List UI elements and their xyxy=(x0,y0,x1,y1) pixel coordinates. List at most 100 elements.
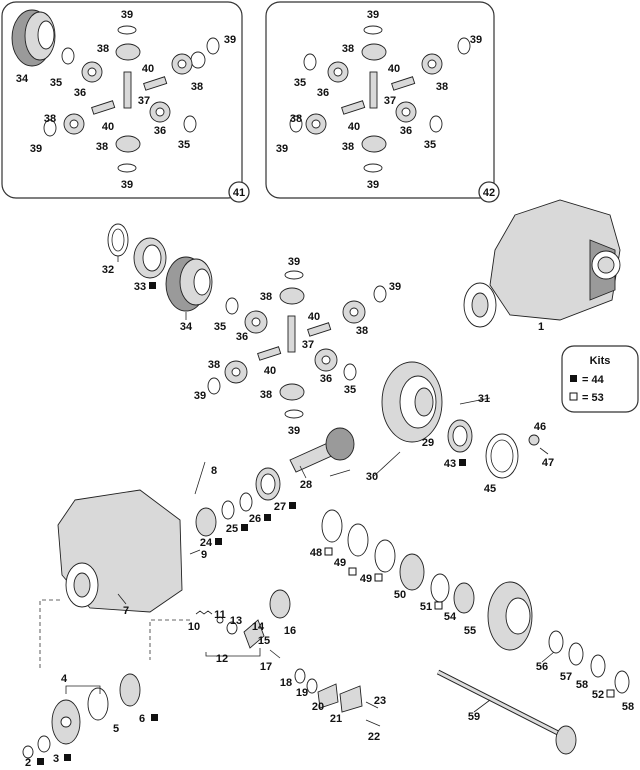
part-label: 4 xyxy=(61,673,68,685)
bearing xyxy=(447,419,473,453)
bevel-gear xyxy=(115,43,141,61)
bevel-gear xyxy=(224,360,248,384)
part-label: 13 xyxy=(230,615,242,627)
part-label: 36 xyxy=(236,331,248,343)
differential-housing xyxy=(11,9,56,67)
bracket-line xyxy=(205,648,261,657)
bolt xyxy=(194,461,206,495)
part-label: 38 xyxy=(356,325,368,337)
thrust-washer xyxy=(43,119,57,137)
part-label: 34 xyxy=(16,73,29,85)
axle-assembly-housing xyxy=(463,199,621,328)
spring xyxy=(195,610,213,615)
bevel-gear xyxy=(279,287,305,305)
part-label: 35 xyxy=(294,77,306,89)
spacer xyxy=(548,630,564,654)
part-label: 38 xyxy=(342,141,354,153)
bevel-gear xyxy=(361,43,387,61)
callout-41-circle xyxy=(228,181,250,203)
part-label: 52 xyxy=(592,689,604,701)
bearing xyxy=(195,507,217,537)
part-label: 56 xyxy=(536,661,548,673)
part-label: 38 xyxy=(191,81,203,93)
thrust-washer xyxy=(303,53,317,71)
spacer xyxy=(568,642,584,666)
part-label: 51 xyxy=(420,601,432,613)
kit-53-marker xyxy=(348,567,357,576)
part-label: 59 xyxy=(468,711,480,723)
part-label: 36 xyxy=(317,87,329,99)
part-label: 38 xyxy=(96,141,108,153)
filled-square-icon xyxy=(570,375,577,382)
differential-case-half xyxy=(165,256,213,312)
spacer xyxy=(590,654,606,678)
part-label: 45 xyxy=(484,483,496,495)
part-label: 28 xyxy=(300,479,312,491)
part-label: 20 xyxy=(312,701,324,713)
bevel-gear xyxy=(395,101,417,123)
part-label: 3 xyxy=(53,753,59,765)
thrust-washer xyxy=(284,270,304,280)
part-label: 35 xyxy=(50,77,62,89)
part-label: 36 xyxy=(320,373,332,385)
part-label: 40 xyxy=(264,365,276,377)
part-label: 35 xyxy=(214,321,226,333)
lock-plate xyxy=(528,434,540,446)
part-label: 39 xyxy=(194,390,206,402)
thrust-washer xyxy=(373,285,387,303)
short-pin xyxy=(307,322,332,337)
thrust-washer xyxy=(225,297,239,315)
cross-pin xyxy=(123,71,132,109)
part-label: 46 xyxy=(534,421,546,433)
thrust-washer xyxy=(207,377,221,395)
part-label: 12 xyxy=(216,653,228,665)
part-label: 1 xyxy=(538,321,544,333)
part-label: 39 xyxy=(224,34,236,46)
thrust-washer xyxy=(363,25,383,35)
thrust-washer xyxy=(457,37,471,55)
part-label: 54 xyxy=(444,611,457,623)
inset-41: 41 xyxy=(1,1,250,203)
final-drive-housing xyxy=(57,489,183,613)
bevel-gear xyxy=(305,113,327,135)
part-label: 35 xyxy=(344,384,356,396)
shim-stack xyxy=(321,509,475,614)
part-label: 5 xyxy=(113,723,119,735)
part-label: 37 xyxy=(302,339,314,351)
bolt xyxy=(365,701,379,709)
bevel-gear xyxy=(342,300,366,324)
part-label: 38 xyxy=(436,81,448,93)
part-label: 11 xyxy=(214,609,226,621)
part-label: 40 xyxy=(142,63,154,75)
bolt xyxy=(189,549,201,555)
bevel-gear xyxy=(171,53,193,75)
seal xyxy=(87,687,109,721)
part-label: 39 xyxy=(30,143,42,155)
kits-item-2: = 53 xyxy=(582,392,604,404)
open-square-icon xyxy=(569,392,578,401)
kit-44-marker xyxy=(37,758,44,765)
bracket-line xyxy=(65,685,101,694)
thrust-washer xyxy=(343,363,357,381)
part-label: 40 xyxy=(388,63,400,75)
part-label: 39 xyxy=(288,256,300,268)
kit-53-marker xyxy=(324,547,333,556)
spacer xyxy=(239,492,253,512)
part-label: 39 xyxy=(389,281,401,293)
plug xyxy=(269,649,281,659)
part-label: 17 xyxy=(260,661,272,673)
part-label: 26 xyxy=(249,513,261,525)
part-label: 39 xyxy=(288,425,300,437)
part-label: 33 xyxy=(134,281,146,293)
spacer xyxy=(614,670,630,694)
part-label: 48 xyxy=(310,547,322,559)
wheel-hub xyxy=(487,581,533,651)
part-label: 6 xyxy=(139,713,145,725)
kit-44-marker xyxy=(64,754,71,761)
part-label: 7 xyxy=(123,605,129,617)
thrust-washer xyxy=(429,115,443,133)
part-label: 58 xyxy=(622,701,634,713)
kit-44-marker xyxy=(151,714,158,721)
dashed-connector xyxy=(149,619,190,660)
part-label: 21 xyxy=(330,713,342,725)
